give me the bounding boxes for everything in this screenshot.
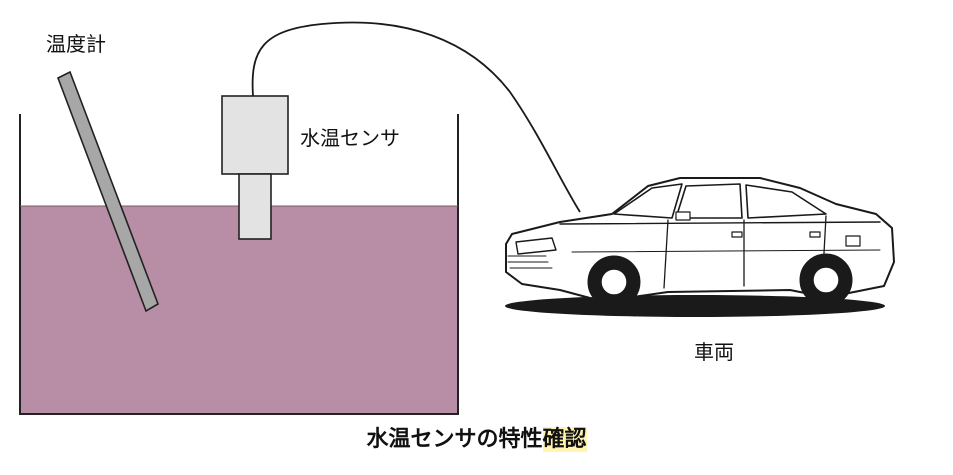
water-fill [20,206,458,414]
vehicle-label: 車両 [694,340,734,364]
car-windshield [613,183,683,219]
car-mirror [675,211,691,221]
car-fuel-cap [845,235,861,247]
car-grille [507,255,553,269]
car-front-window [675,183,743,219]
sedan-car-icon [505,177,895,317]
car-headlight [515,237,557,255]
car-beltline [559,221,881,225]
figure-caption: 水温センサの特性確認 [0,426,953,454]
thermometer-icon [56,70,159,313]
car-front-rim [600,268,628,296]
car-side-trim [571,249,881,253]
water-tank [19,114,459,415]
sensor-cable [251,21,581,213]
sensor-head [221,95,289,175]
sensor-probe [238,173,272,240]
car-rear-rim [812,266,840,294]
thermometer-label: 温度計 [46,32,106,56]
car-door-handle [809,231,821,238]
caption-highlighted-text: 確認 [542,427,587,452]
caption-main-text: 水温センサの特性 [366,427,543,452]
car-rear-window [745,184,827,219]
car-door-handle [731,231,743,238]
tank-outline [19,114,459,415]
water-temp-sensor-label: 水温センサ [300,126,400,150]
sensor-icon [221,95,289,240]
